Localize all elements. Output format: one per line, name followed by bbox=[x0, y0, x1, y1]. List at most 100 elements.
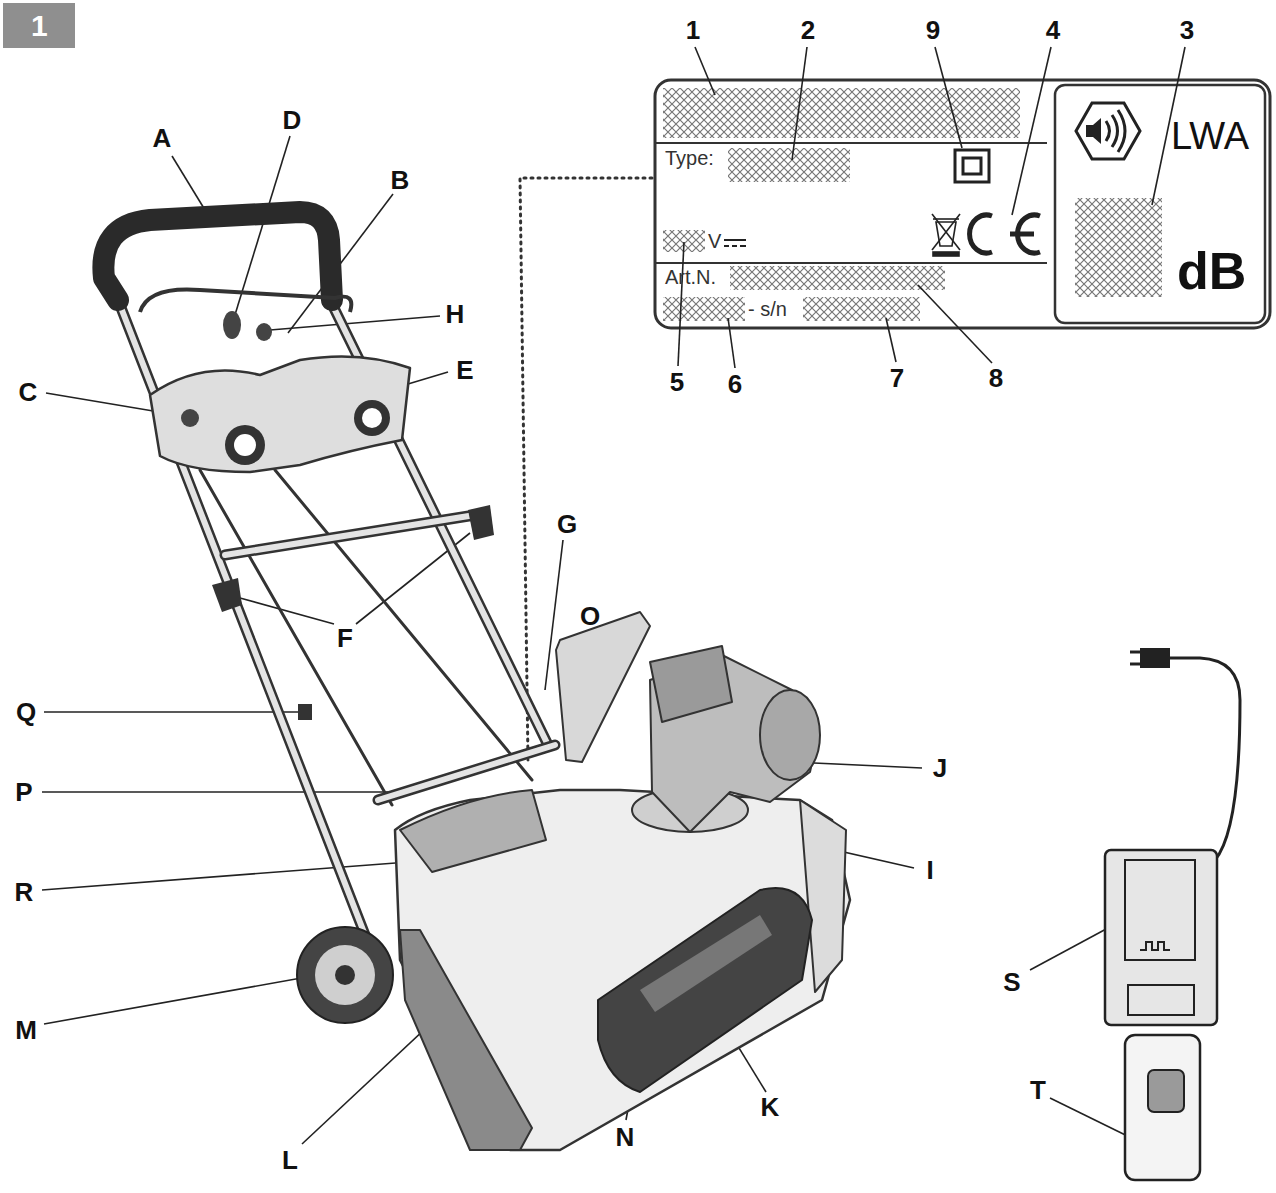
drawing-path bbox=[103, 212, 332, 300]
drawing-rect bbox=[1128, 985, 1194, 1015]
drawing-rect bbox=[730, 266, 945, 290]
drawing-path bbox=[598, 888, 812, 1092]
drawing-line bbox=[44, 975, 318, 1024]
callout-label: S bbox=[1003, 969, 1020, 995]
drawing-rect bbox=[1140, 648, 1170, 668]
callout-label: A bbox=[153, 125, 172, 151]
drawing-polygon bbox=[1076, 103, 1140, 159]
callout-label: I bbox=[926, 857, 933, 883]
drawing-rect bbox=[728, 148, 850, 182]
drawing-circle bbox=[335, 965, 355, 985]
drawing-rect bbox=[803, 297, 920, 321]
rating-label: Type:VArt.N.- s/nLWAdB bbox=[655, 80, 1270, 328]
drawing-circle bbox=[234, 434, 256, 456]
drawing-path bbox=[395, 790, 850, 1150]
drawing-path bbox=[225, 515, 475, 555]
drawing-line bbox=[172, 156, 205, 210]
label-text: dB bbox=[1177, 245, 1246, 297]
drawing-line bbox=[42, 860, 435, 890]
drawing-line bbox=[935, 47, 962, 148]
drawing-line bbox=[886, 318, 896, 362]
drawing-path bbox=[724, 245, 746, 247]
drawing-line bbox=[728, 318, 735, 368]
drawing-line bbox=[42, 791, 388, 793]
drawing-line bbox=[44, 711, 303, 713]
noise-box: LWA dB bbox=[1055, 85, 1265, 323]
drawing-path bbox=[400, 930, 532, 1150]
drawing-line bbox=[792, 47, 807, 160]
drawing-rect bbox=[1148, 1070, 1184, 1112]
drawing-rect bbox=[933, 252, 959, 256]
drawing-path bbox=[556, 612, 650, 762]
callout-label: 1 bbox=[686, 17, 700, 43]
drawing-ellipse bbox=[223, 311, 241, 339]
drawing-circle bbox=[362, 408, 382, 428]
drawing-path bbox=[650, 646, 732, 722]
drawing-rect bbox=[1105, 850, 1217, 1025]
drawing-path bbox=[200, 470, 392, 805]
drawing-line bbox=[655, 262, 1047, 264]
callout-label: Q bbox=[16, 699, 36, 725]
drawing-circle bbox=[315, 945, 375, 1005]
drawing-rect bbox=[955, 150, 989, 182]
drawing-path bbox=[936, 222, 956, 246]
callout-label: 4 bbox=[1046, 17, 1060, 43]
callout-label: 6 bbox=[728, 371, 742, 397]
callout-label: E bbox=[456, 357, 473, 383]
drawing-ellipse bbox=[256, 323, 272, 341]
callout-label: G bbox=[557, 511, 577, 537]
drawing-line bbox=[270, 316, 440, 330]
drawing-circle bbox=[354, 400, 390, 436]
drawing-circle bbox=[225, 425, 265, 465]
drawing-ellipse bbox=[760, 690, 820, 780]
drawing-rect bbox=[663, 88, 1020, 138]
callout-label: 2 bbox=[801, 17, 815, 43]
drawing-rect bbox=[963, 158, 981, 174]
callout-label: D bbox=[283, 107, 302, 133]
drawing-path bbox=[1093, 118, 1101, 144]
drawing-line bbox=[724, 239, 746, 241]
drawing-path bbox=[1106, 110, 1125, 152]
callout-label: T bbox=[1030, 1077, 1046, 1103]
label-text: V bbox=[708, 231, 721, 251]
label-text: 1 bbox=[31, 11, 48, 41]
drawing-rect bbox=[1086, 125, 1093, 137]
callout-label: F bbox=[337, 625, 353, 651]
callout-label: P bbox=[15, 779, 32, 805]
drawing-path bbox=[275, 470, 532, 780]
drawing-path bbox=[1010, 215, 1040, 253]
drawing-path bbox=[140, 289, 351, 312]
drawing-rect bbox=[1125, 1035, 1200, 1180]
callout-label: M bbox=[15, 1017, 37, 1043]
label-text: LWA bbox=[1171, 117, 1249, 155]
drawing-path bbox=[150, 356, 410, 472]
label-text: - s/n bbox=[748, 299, 787, 319]
drawing-path bbox=[225, 515, 475, 555]
drawing-path bbox=[400, 790, 546, 872]
drawing-path bbox=[640, 915, 772, 1012]
drawing-rect bbox=[1075, 198, 1162, 297]
drawing-circle bbox=[297, 927, 393, 1023]
drawing-line bbox=[932, 214, 960, 250]
callout-label: B bbox=[391, 167, 410, 193]
charger bbox=[1105, 648, 1240, 1025]
drawing-circle bbox=[181, 409, 199, 427]
drawing-line bbox=[1130, 663, 1140, 666]
drawing-path bbox=[1168, 658, 1240, 860]
callout-label: L bbox=[282, 1147, 298, 1173]
drawing-line bbox=[655, 142, 1047, 144]
label-text: Art.N. bbox=[665, 267, 716, 287]
callout-label: 9 bbox=[926, 17, 940, 43]
drawing-path bbox=[468, 505, 494, 540]
snow-blower bbox=[103, 212, 850, 1150]
drawing-line bbox=[932, 214, 960, 250]
callout-label: K bbox=[761, 1094, 780, 1120]
drawing-path bbox=[212, 578, 242, 612]
drawing-line bbox=[678, 242, 684, 366]
callout-label: 8 bbox=[989, 365, 1003, 391]
rating-plate bbox=[655, 80, 1270, 328]
drawing-rect bbox=[1055, 85, 1265, 323]
callout-label: H bbox=[446, 301, 465, 327]
drawing-line bbox=[918, 285, 992, 363]
